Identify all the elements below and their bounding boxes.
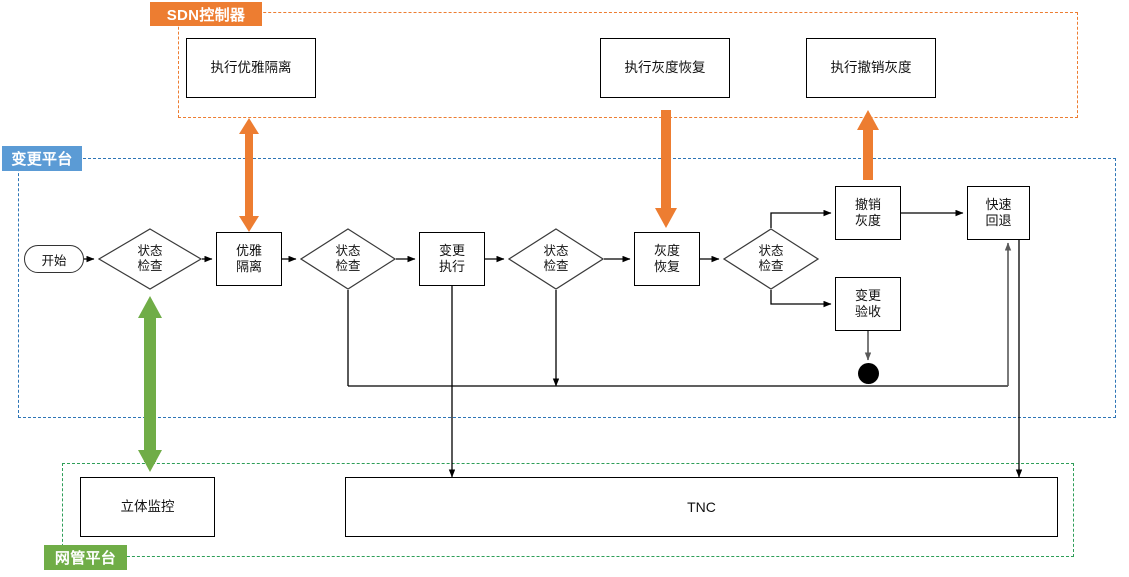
node-label: TNC (687, 499, 716, 515)
node-execute-graceful-isolation[interactable]: 执行优雅隔离 (186, 38, 316, 98)
node-label: 状态 检查 (758, 243, 784, 273)
node-label: 状态 检查 (335, 243, 361, 273)
node-status-check-1[interactable]: 状态 检查 (98, 228, 202, 290)
node-label: 执行优雅隔离 (210, 59, 292, 75)
node-graceful-isolation[interactable]: 优雅 隔离 (216, 232, 282, 286)
zone-label-nms: 网管平台 (44, 545, 127, 570)
node-label: 立体监控 (120, 498, 175, 514)
node-label: 开始 (41, 253, 67, 268)
node-tnc[interactable]: TNC (345, 477, 1058, 537)
node-status-check-4[interactable]: 状态 检查 (723, 228, 819, 290)
node-execute-gray-recovery[interactable]: 执行灰度恢复 (600, 38, 730, 98)
node-gray-recovery[interactable]: 灰度 恢复 (634, 232, 700, 286)
node-label: 快速 回退 (985, 196, 1012, 228)
node-status-check-3[interactable]: 状态 检查 (508, 228, 604, 290)
node-change-acceptance[interactable]: 变更 验收 (835, 277, 901, 331)
node-label: 执行撤销灰度 (830, 59, 912, 75)
node-change-execute[interactable]: 变更 执行 (419, 232, 485, 286)
node-stereo-monitoring[interactable]: 立体监控 (80, 477, 215, 537)
node-label: 状态 检查 (543, 243, 569, 273)
zone-label-change: 变更平台 (2, 146, 82, 171)
node-execute-revoke-gray[interactable]: 执行撤销灰度 (806, 38, 936, 98)
node-label: 执行灰度恢复 (624, 59, 706, 75)
node-label: 变更 验收 (854, 287, 881, 319)
node-status-check-2[interactable]: 状态 检查 (300, 228, 396, 290)
zone-nms-platform (62, 463, 1074, 557)
node-label: 状态 检查 (137, 243, 163, 273)
node-fast-rollback[interactable]: 快速 回退 (967, 186, 1030, 240)
node-label: 撤销 灰度 (854, 196, 881, 228)
zone-sdn-controller (178, 12, 1078, 118)
node-label: 优雅 隔离 (235, 242, 262, 274)
node-label: 灰度 恢复 (653, 242, 680, 274)
node-label: 变更 执行 (438, 242, 465, 274)
zone-label-sdn: SDN控制器 (150, 2, 262, 26)
node-revoke-gray[interactable]: 撤销 灰度 (835, 186, 901, 240)
zone-change-platform (18, 158, 1116, 418)
node-start[interactable]: 开始 (24, 245, 84, 273)
node-end-terminator (858, 363, 879, 384)
